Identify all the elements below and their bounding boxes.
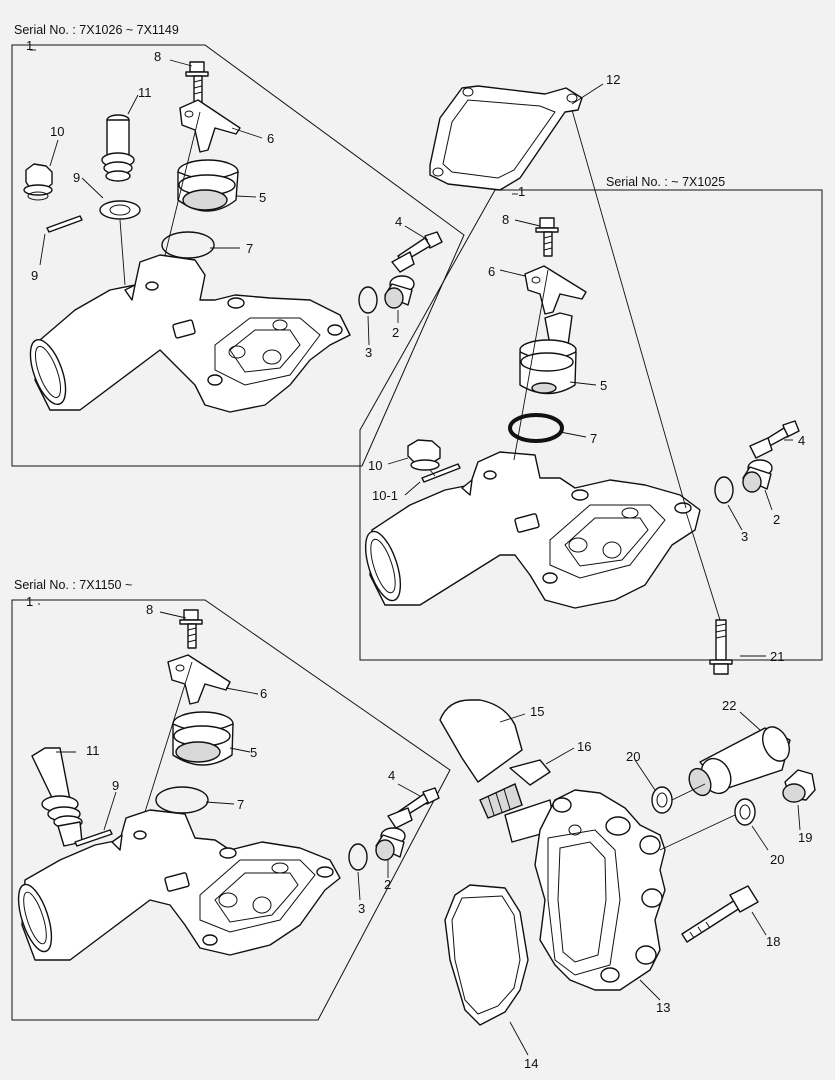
drain-plug-part — [23, 163, 53, 201]
o-ring-part — [348, 843, 368, 871]
callout-4: 4 — [388, 768, 395, 783]
main-housing-part — [534, 789, 666, 991]
washer-part — [99, 200, 141, 220]
bolt-part — [391, 231, 443, 273]
bolt-part — [179, 609, 203, 649]
o-ring-part — [155, 786, 209, 814]
callout-3: 3 — [365, 345, 372, 360]
cap-part — [742, 459, 773, 493]
callout-3: 3 — [741, 529, 748, 544]
labels-bottom-right: 15 16 20 22 19 20 18 13 14 — [524, 698, 812, 1071]
callout-10: 10 — [368, 458, 382, 473]
callout-7: 7 — [237, 797, 244, 812]
gasket-strip-part — [421, 463, 461, 483]
thermostat-housing-part — [369, 451, 701, 609]
cap-part — [384, 275, 415, 309]
callout-20: 20 — [770, 852, 784, 867]
callout-10: 10 — [50, 124, 64, 139]
callout-2: 2 — [773, 512, 780, 527]
long-bolt-part — [681, 885, 759, 943]
frame-top-left — [11, 44, 465, 467]
bolt-part — [185, 61, 209, 103]
cap-part — [375, 827, 406, 861]
callout-12: 12 — [606, 72, 620, 87]
callout-11: 11 — [138, 85, 152, 100]
bolt-part — [535, 217, 559, 257]
bolt-part — [387, 787, 440, 829]
frame-right — [359, 189, 823, 661]
bolt-part — [749, 420, 800, 459]
callout-8: 8 — [146, 602, 153, 617]
callout-18: 18 — [766, 934, 780, 949]
gasket-strip-part — [46, 215, 83, 233]
callout-15: 15 — [530, 704, 544, 719]
callout-1: 1 — [26, 38, 33, 53]
callout-9: 9 — [73, 170, 80, 185]
labels-top-left: 1 8 11 10 9 9 6 5 7 4 2 3 — [26, 38, 402, 360]
callout-11: 11 — [86, 743, 100, 758]
callout-13: 13 — [656, 1000, 670, 1015]
assembly-top-left — [23, 49, 443, 413]
assembly-right — [364, 83, 800, 675]
callout-4: 4 — [395, 214, 402, 229]
callout-1: 1 — [26, 594, 33, 609]
callout-22: 22 — [722, 698, 736, 713]
callout-7: 7 — [246, 241, 253, 256]
o-ring-part — [358, 286, 378, 314]
callout-1: 1 — [518, 184, 525, 199]
callout-19: 19 — [798, 830, 812, 845]
callout-9: 9 — [112, 778, 119, 793]
drain-plug-part — [407, 439, 441, 471]
serial-label-top-left: Serial No. : 7X1026 ~ 7X1149 — [14, 23, 179, 37]
gasket-part — [429, 85, 583, 191]
labels-bottom-left: 1 8 6 5 11 9 7 4 2 3 — [26, 594, 395, 916]
callout-8: 8 — [154, 49, 161, 64]
plug-part — [782, 769, 816, 803]
callout-7: 7 — [590, 431, 597, 446]
thermostat-part — [172, 711, 234, 766]
serial-label-bottom-left: Serial No. : 7X1150 ~ — [14, 578, 132, 592]
o-ring-part — [161, 231, 215, 259]
callout-3: 3 — [358, 901, 365, 916]
callout-2: 2 — [392, 325, 399, 340]
washer-part — [734, 798, 756, 826]
o-ring-part — [714, 476, 734, 504]
thermostat-part — [519, 312, 577, 395]
bracket-part — [524, 265, 587, 315]
callout-6: 6 — [260, 686, 267, 701]
assembly-bottom-left — [17, 603, 440, 961]
callout-16: 16 — [577, 739, 591, 754]
washer-part — [651, 786, 673, 814]
callout-21: 21 — [770, 649, 784, 664]
labels-right: 12 1 8 6 5 7 4 10 10-1 2 3 21 — [368, 72, 805, 664]
pipe-fitting-part — [31, 747, 83, 847]
bracket-part — [167, 654, 231, 705]
bracket-part — [179, 99, 241, 153]
callout-10-1: 10-1 — [372, 488, 398, 503]
serial-label-right: Serial No. : ~ 7X1025 — [606, 175, 725, 189]
callout-5: 5 — [600, 378, 607, 393]
pipe-fitting-part — [101, 114, 135, 182]
callout-9: 9 — [31, 268, 38, 283]
callout-6: 6 — [488, 264, 495, 279]
gasket-strip-part — [74, 829, 113, 847]
housing-gasket-part — [444, 884, 529, 1026]
callout-5: 5 — [250, 745, 257, 760]
rubber-cap-part — [439, 699, 523, 783]
assembly-bottom-right — [439, 699, 816, 1056]
o-ring-part — [508, 413, 564, 443]
temperature-sensor-part — [688, 726, 791, 797]
callout-4: 4 — [798, 433, 805, 448]
callout-8: 8 — [502, 212, 509, 227]
callout-6: 6 — [267, 131, 274, 146]
callout-20: 20 — [626, 749, 640, 764]
long-bolt-part — [709, 619, 733, 675]
callout-5: 5 — [259, 190, 266, 205]
thermostat-part — [177, 159, 239, 212]
callout-2: 2 — [384, 877, 391, 892]
callout-14: 14 — [524, 1056, 538, 1071]
frame-bottom-left — [11, 599, 451, 1021]
